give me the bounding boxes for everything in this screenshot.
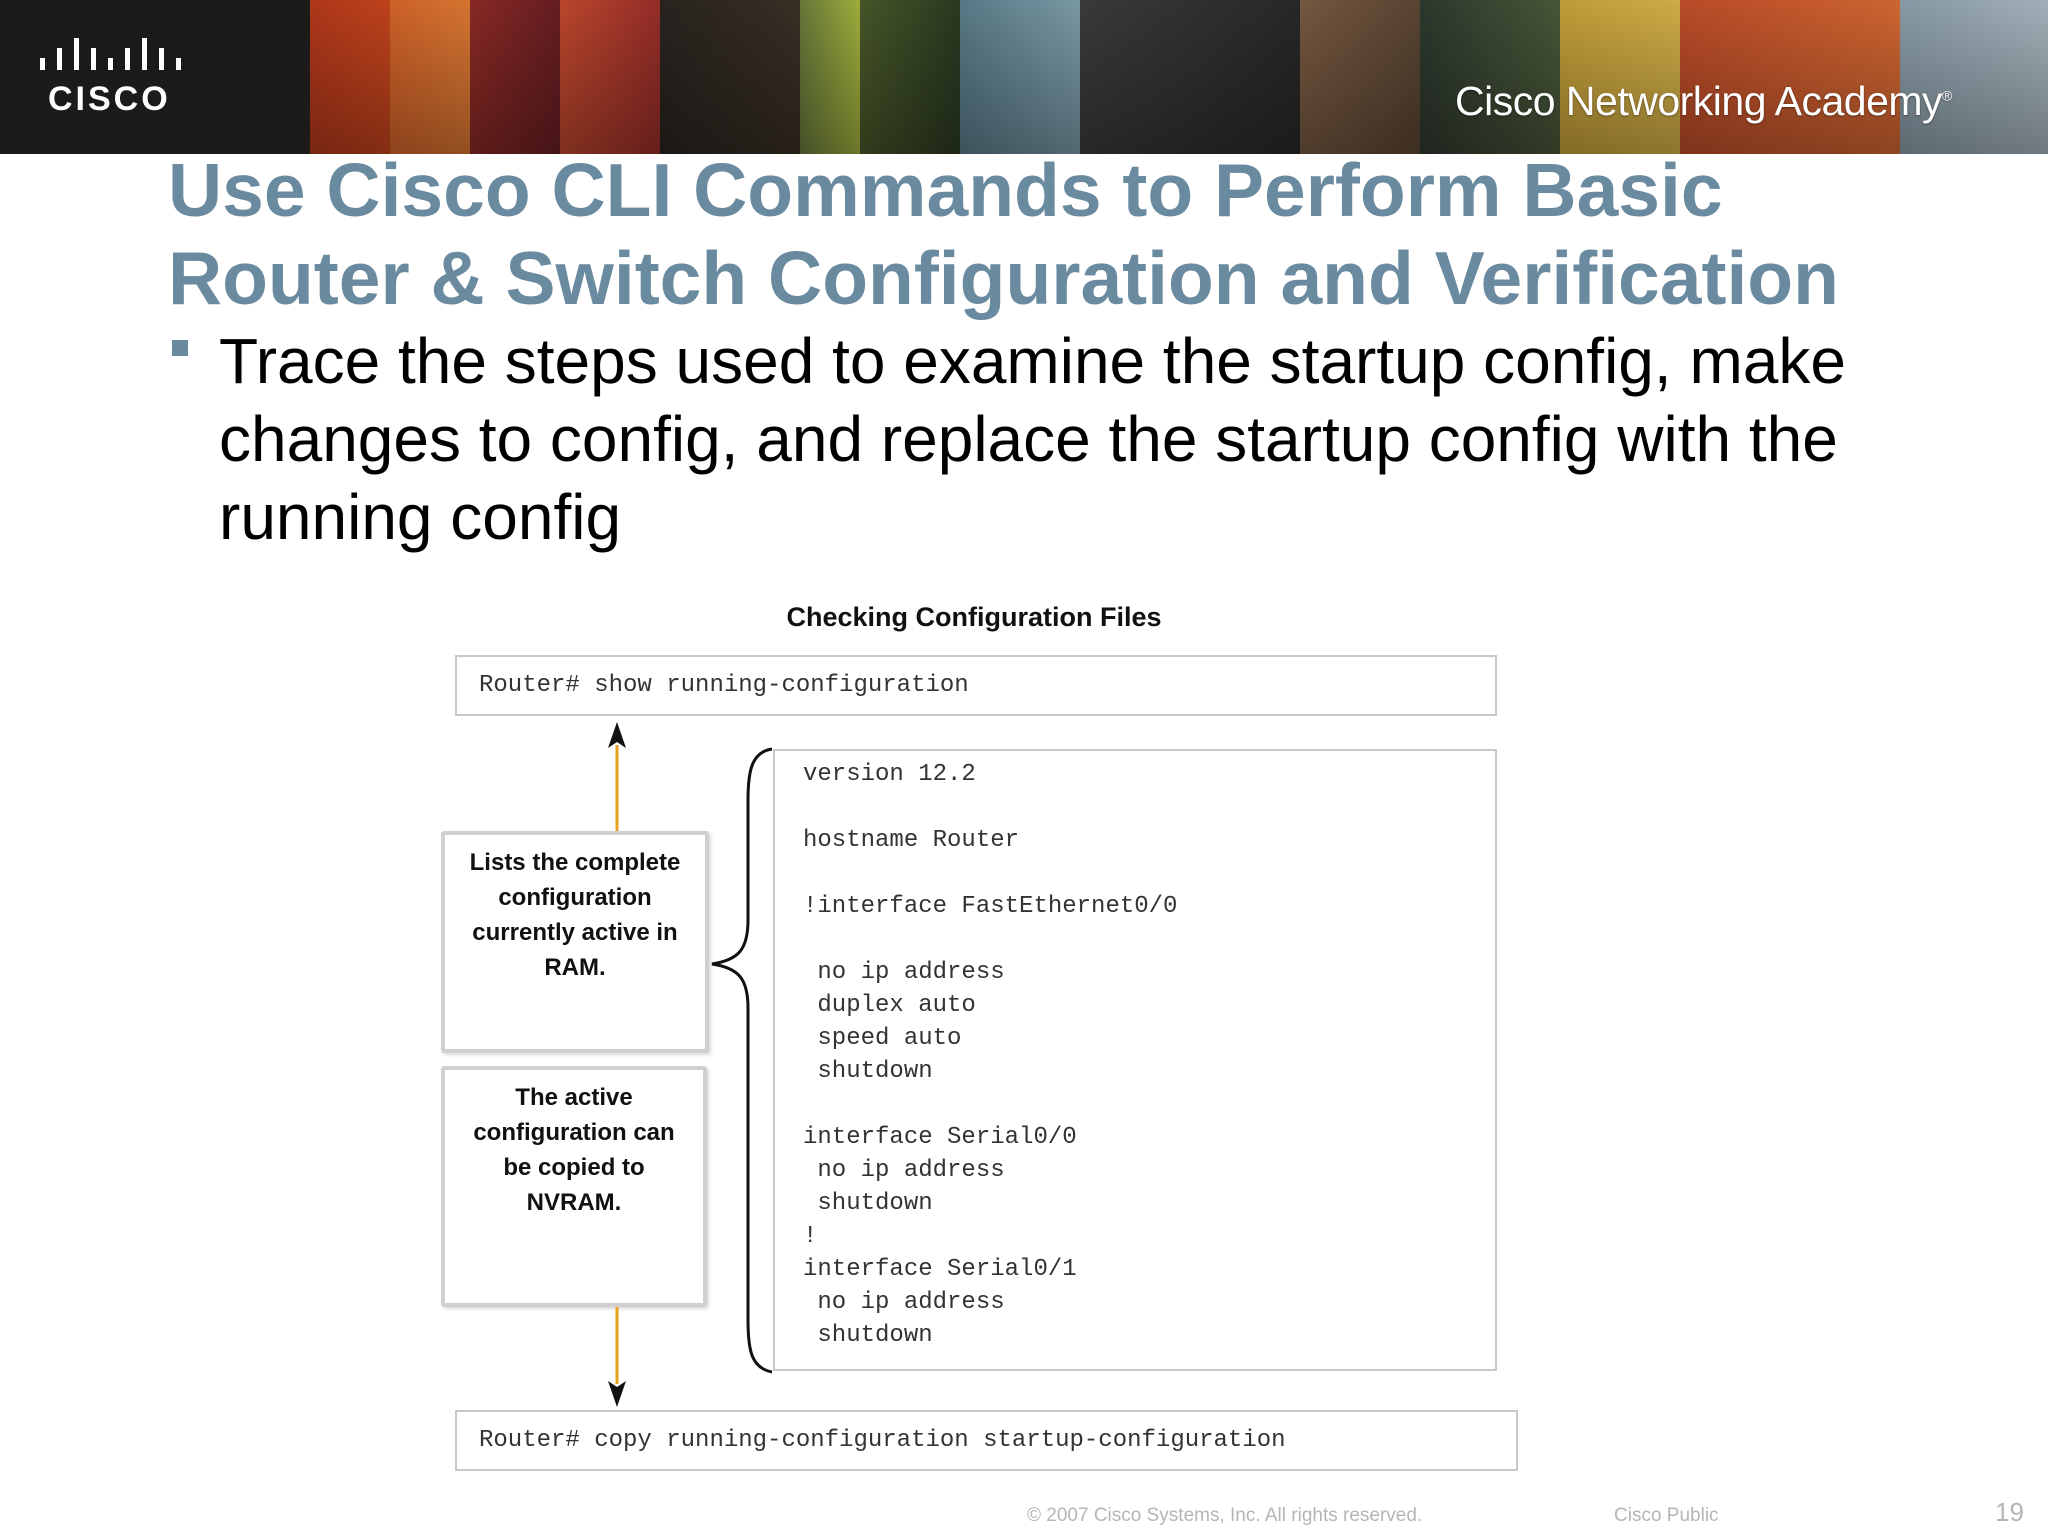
show-command-text: Router# show running-configuration xyxy=(479,672,969,699)
page-number: 19 xyxy=(1995,1497,2024,1527)
config-line: interface Serial0/0 xyxy=(803,1124,1077,1151)
copy-command-text: Router# copy running-configuration start… xyxy=(479,1427,1286,1454)
config-line: speed auto xyxy=(803,1025,962,1052)
config-line: shutdown xyxy=(803,1322,933,1349)
config-line: hostname Router xyxy=(803,827,1020,854)
copy-command-box: Router# copy running-configuration start… xyxy=(455,1410,1518,1471)
footer-classification: Cisco Public xyxy=(1614,1505,1719,1526)
cisco-bars-icon xyxy=(40,38,181,70)
header-banner xyxy=(0,0,2048,154)
slide-title: Use Cisco CLI Commands to Perform Basic … xyxy=(168,146,2028,322)
config-line: no ip address xyxy=(803,1157,1005,1184)
config-line: version 12.2 xyxy=(803,761,976,788)
bullet-marker-icon xyxy=(172,340,188,356)
footer-copyright: © 2007 Cisco Systems, Inc. All rights re… xyxy=(1027,1505,1423,1526)
note-copy-to-nvram: The active configuration can be copied t… xyxy=(441,1066,707,1307)
config-line: ! xyxy=(803,1223,818,1250)
slide-title-line2: Router & Switch Configuration and Verifi… xyxy=(168,236,1839,320)
config-line: interface Serial0/1 xyxy=(803,1256,1077,1283)
curly-brace-icon xyxy=(711,747,773,1374)
running-config-listing: version 12.2 hostname Router !interface … xyxy=(773,749,1497,1371)
academy-label: Cisco Networking Academy® xyxy=(1455,78,1952,125)
cisco-wordmark: CISCO xyxy=(48,80,171,118)
config-line: no ip address xyxy=(803,1289,1005,1316)
note-copy-to-nvram-text: The active configuration can be copied t… xyxy=(473,1084,675,1216)
note-running-config: Lists the complete configuration current… xyxy=(441,831,709,1053)
note-running-config-text: Lists the complete configuration current… xyxy=(469,849,681,981)
config-line: no ip address xyxy=(803,959,1005,986)
cisco-logo: CISCO xyxy=(40,38,190,128)
arrow-down-head-icon xyxy=(608,1381,626,1407)
figure-title: Checking Configuration Files xyxy=(786,602,1162,632)
banner-photo-strip xyxy=(310,0,2048,154)
config-line: !interface FastEthernet0/0 xyxy=(803,893,1178,920)
academy-label-text: Cisco Networking Academy xyxy=(1455,78,1943,124)
config-line: shutdown xyxy=(803,1058,933,1085)
show-command-box: Router# show running-configuration xyxy=(455,655,1497,716)
academy-registered-mark: ® xyxy=(1942,87,1952,104)
bullet-text: Trace the steps used to examine the star… xyxy=(219,325,1846,553)
slide-title-line1: Use Cisco CLI Commands to Perform Basic xyxy=(168,148,1723,232)
arrow-up-head-icon xyxy=(608,722,626,748)
config-line: duplex auto xyxy=(803,992,976,1019)
config-line: shutdown xyxy=(803,1190,933,1217)
